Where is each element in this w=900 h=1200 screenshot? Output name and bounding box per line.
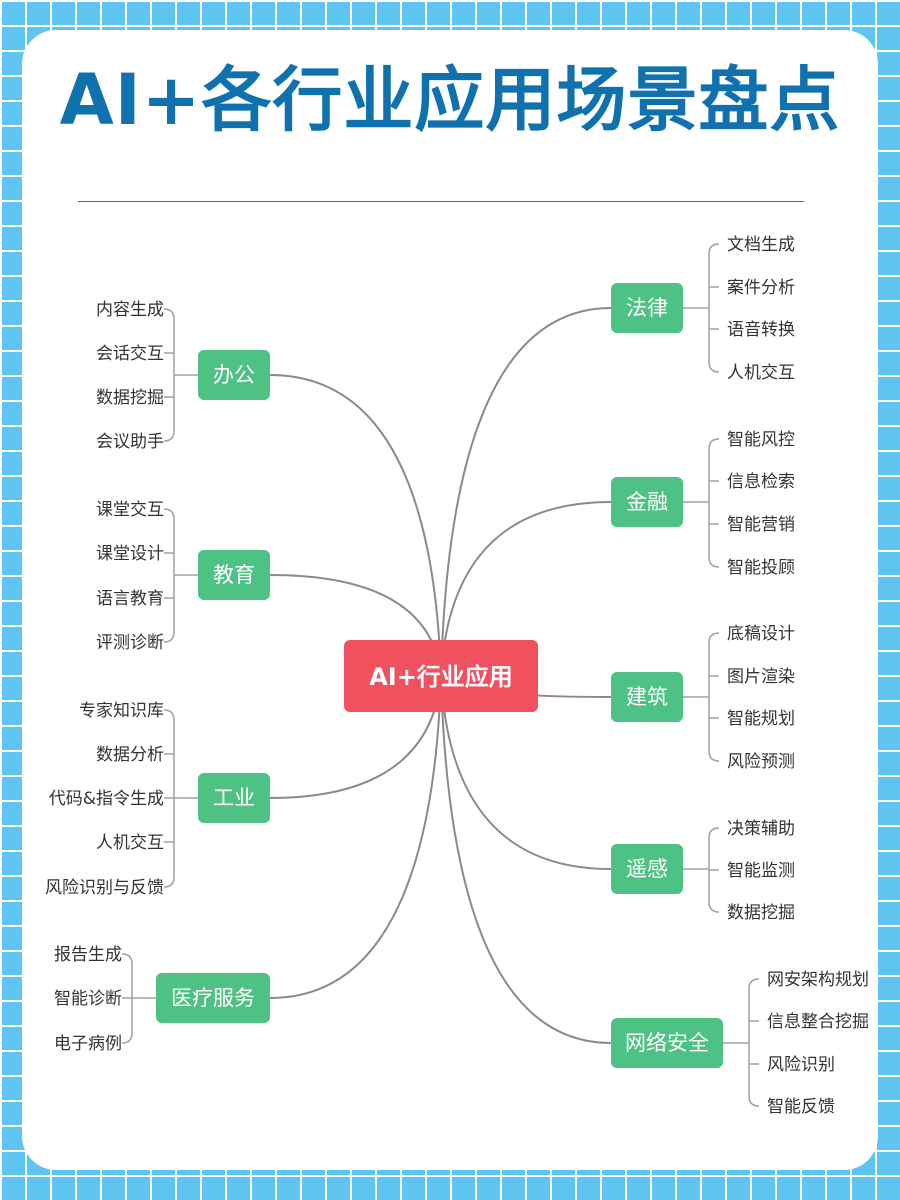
leaf-item: 课堂交互 bbox=[96, 500, 164, 520]
page-title: AI+各行业应用场景盘点 bbox=[59, 59, 841, 141]
edge-right-3 bbox=[440, 675, 612, 870]
leaf-item: 专家知识库 bbox=[79, 701, 164, 721]
leaf-item: 数据分析 bbox=[96, 745, 164, 765]
leaf-item: 风险识别 bbox=[767, 1055, 835, 1075]
leaf-item: 信息检索 bbox=[727, 472, 795, 492]
leaf-item: 图片渲染 bbox=[727, 667, 795, 687]
leaf-item: 课堂设计 bbox=[96, 544, 164, 564]
edge-right-4 bbox=[440, 675, 612, 1044]
leaf-bracket bbox=[708, 438, 720, 568]
edge-right-0 bbox=[440, 307, 612, 677]
leaf-item: 评测诊断 bbox=[96, 633, 164, 653]
branch-node-right-1 bbox=[611, 477, 683, 527]
branch-node-left-0 bbox=[198, 350, 270, 400]
branch-label: 办公 bbox=[213, 363, 255, 387]
leaf-bracket bbox=[163, 308, 175, 442]
branch-node-left-3 bbox=[156, 973, 270, 1023]
branch-label: 医疗服务 bbox=[171, 986, 255, 1010]
leaf-item: 电子病例 bbox=[54, 1034, 122, 1054]
branch-node-right-3 bbox=[611, 844, 683, 894]
center-node-label: AI+行业应用 bbox=[369, 663, 513, 691]
center-node bbox=[344, 640, 538, 712]
branch-label: 建筑 bbox=[626, 685, 668, 709]
leaf-item: 网安架构规划 bbox=[767, 970, 869, 990]
leaf-item: 信息整合挖掘 bbox=[767, 1012, 869, 1032]
branch-label: 金融 bbox=[626, 490, 668, 514]
branch-label: 法律 bbox=[626, 296, 668, 320]
branch-label: 教育 bbox=[213, 563, 255, 587]
leaf-item: 智能规划 bbox=[727, 709, 795, 729]
branch-node-right-4 bbox=[611, 1018, 723, 1068]
leaf-item: 数据挖掘 bbox=[96, 388, 164, 408]
leaf-bracket bbox=[163, 508, 175, 643]
leaf-item: 人机交互 bbox=[727, 363, 795, 383]
leaf-item: 风险预测 bbox=[727, 752, 795, 772]
branch-node-left-1 bbox=[198, 550, 270, 600]
leaf-item: 智能投顾 bbox=[727, 558, 795, 578]
leaf-item: 人机交互 bbox=[96, 833, 164, 853]
branch-node-left-2 bbox=[198, 773, 270, 823]
leaf-item: 底稿设计 bbox=[727, 624, 795, 644]
leaf-item: 数据挖掘 bbox=[727, 903, 795, 923]
leaf-item: 风险识别与反馈 bbox=[45, 878, 164, 898]
edge-left-3 bbox=[269, 675, 442, 999]
leaf-item: 智能诊断 bbox=[54, 989, 122, 1009]
leaf-item: 智能反馈 bbox=[767, 1097, 835, 1117]
leaf-item: 内容生成 bbox=[96, 300, 164, 320]
branch-node-right-0 bbox=[611, 283, 683, 333]
mind-map-brackets bbox=[121, 243, 760, 1107]
leaf-item: 报告生成 bbox=[54, 945, 122, 965]
leaf-item: 智能营销 bbox=[727, 515, 795, 535]
leaf-item: 会话交互 bbox=[96, 344, 164, 364]
leaf-item: 语言教育 bbox=[96, 589, 164, 609]
branch-label: 遥感 bbox=[626, 857, 668, 881]
leaf-item: 智能监测 bbox=[727, 861, 795, 881]
leaf-item: 代码&指令生成 bbox=[49, 789, 164, 809]
leaf-bracket bbox=[708, 632, 720, 762]
leaf-item: 文档生成 bbox=[727, 235, 795, 255]
branch-label: 网络安全 bbox=[625, 1031, 709, 1055]
leaf-item: 案件分析 bbox=[727, 278, 795, 298]
branch-node-right-2 bbox=[611, 672, 683, 722]
edge-left-0 bbox=[269, 374, 442, 677]
leaf-bracket bbox=[748, 978, 760, 1107]
leaf-item: 决策辅助 bbox=[727, 819, 795, 839]
leaf-item: 智能风控 bbox=[727, 430, 795, 450]
leaf-item: 语音转换 bbox=[727, 320, 795, 340]
title-divider bbox=[78, 201, 804, 202]
leaf-item: 会议助手 bbox=[96, 432, 164, 452]
leaf-bracket bbox=[708, 243, 720, 373]
mind-map-nodes: AI+行业应用办公内容生成会话交互数据挖掘会议助手教育课堂交互课堂设计语言教育评… bbox=[45, 235, 869, 1117]
branch-label: 工业 bbox=[213, 786, 255, 810]
